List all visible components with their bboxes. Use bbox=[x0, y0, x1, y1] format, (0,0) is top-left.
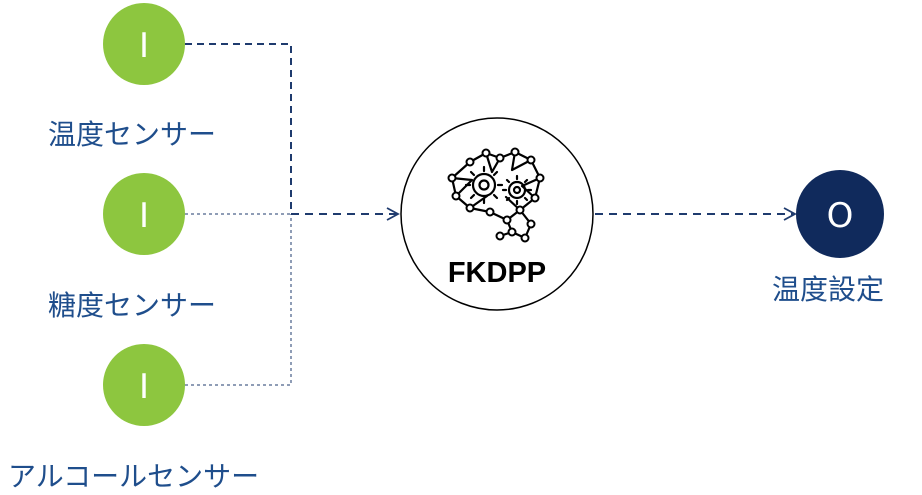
input-node-3-symbol: I bbox=[139, 367, 149, 407]
output-node: O bbox=[796, 170, 884, 258]
input-node-2-symbol: I bbox=[139, 196, 149, 236]
input-label-3: アルコールセンサー bbox=[8, 460, 260, 493]
brain-network-nodes bbox=[447, 147, 545, 243]
input-node-1: I bbox=[103, 3, 185, 85]
model-node: FKDPP bbox=[400, 117, 594, 311]
output-node-symbol: O bbox=[827, 196, 854, 236]
output-label: 温度設定 bbox=[772, 273, 885, 306]
input-label-2: 糖度センサー bbox=[48, 289, 217, 322]
connector-input-1 bbox=[185, 43, 292, 214]
input-node-1-symbol: I bbox=[139, 26, 149, 66]
connectors bbox=[185, 43, 797, 386]
input-label-1: 温度センサー bbox=[48, 118, 217, 151]
input-node-2: I bbox=[103, 173, 185, 255]
model-label: FKDPP bbox=[448, 257, 546, 289]
input-node-3: I bbox=[103, 344, 185, 426]
